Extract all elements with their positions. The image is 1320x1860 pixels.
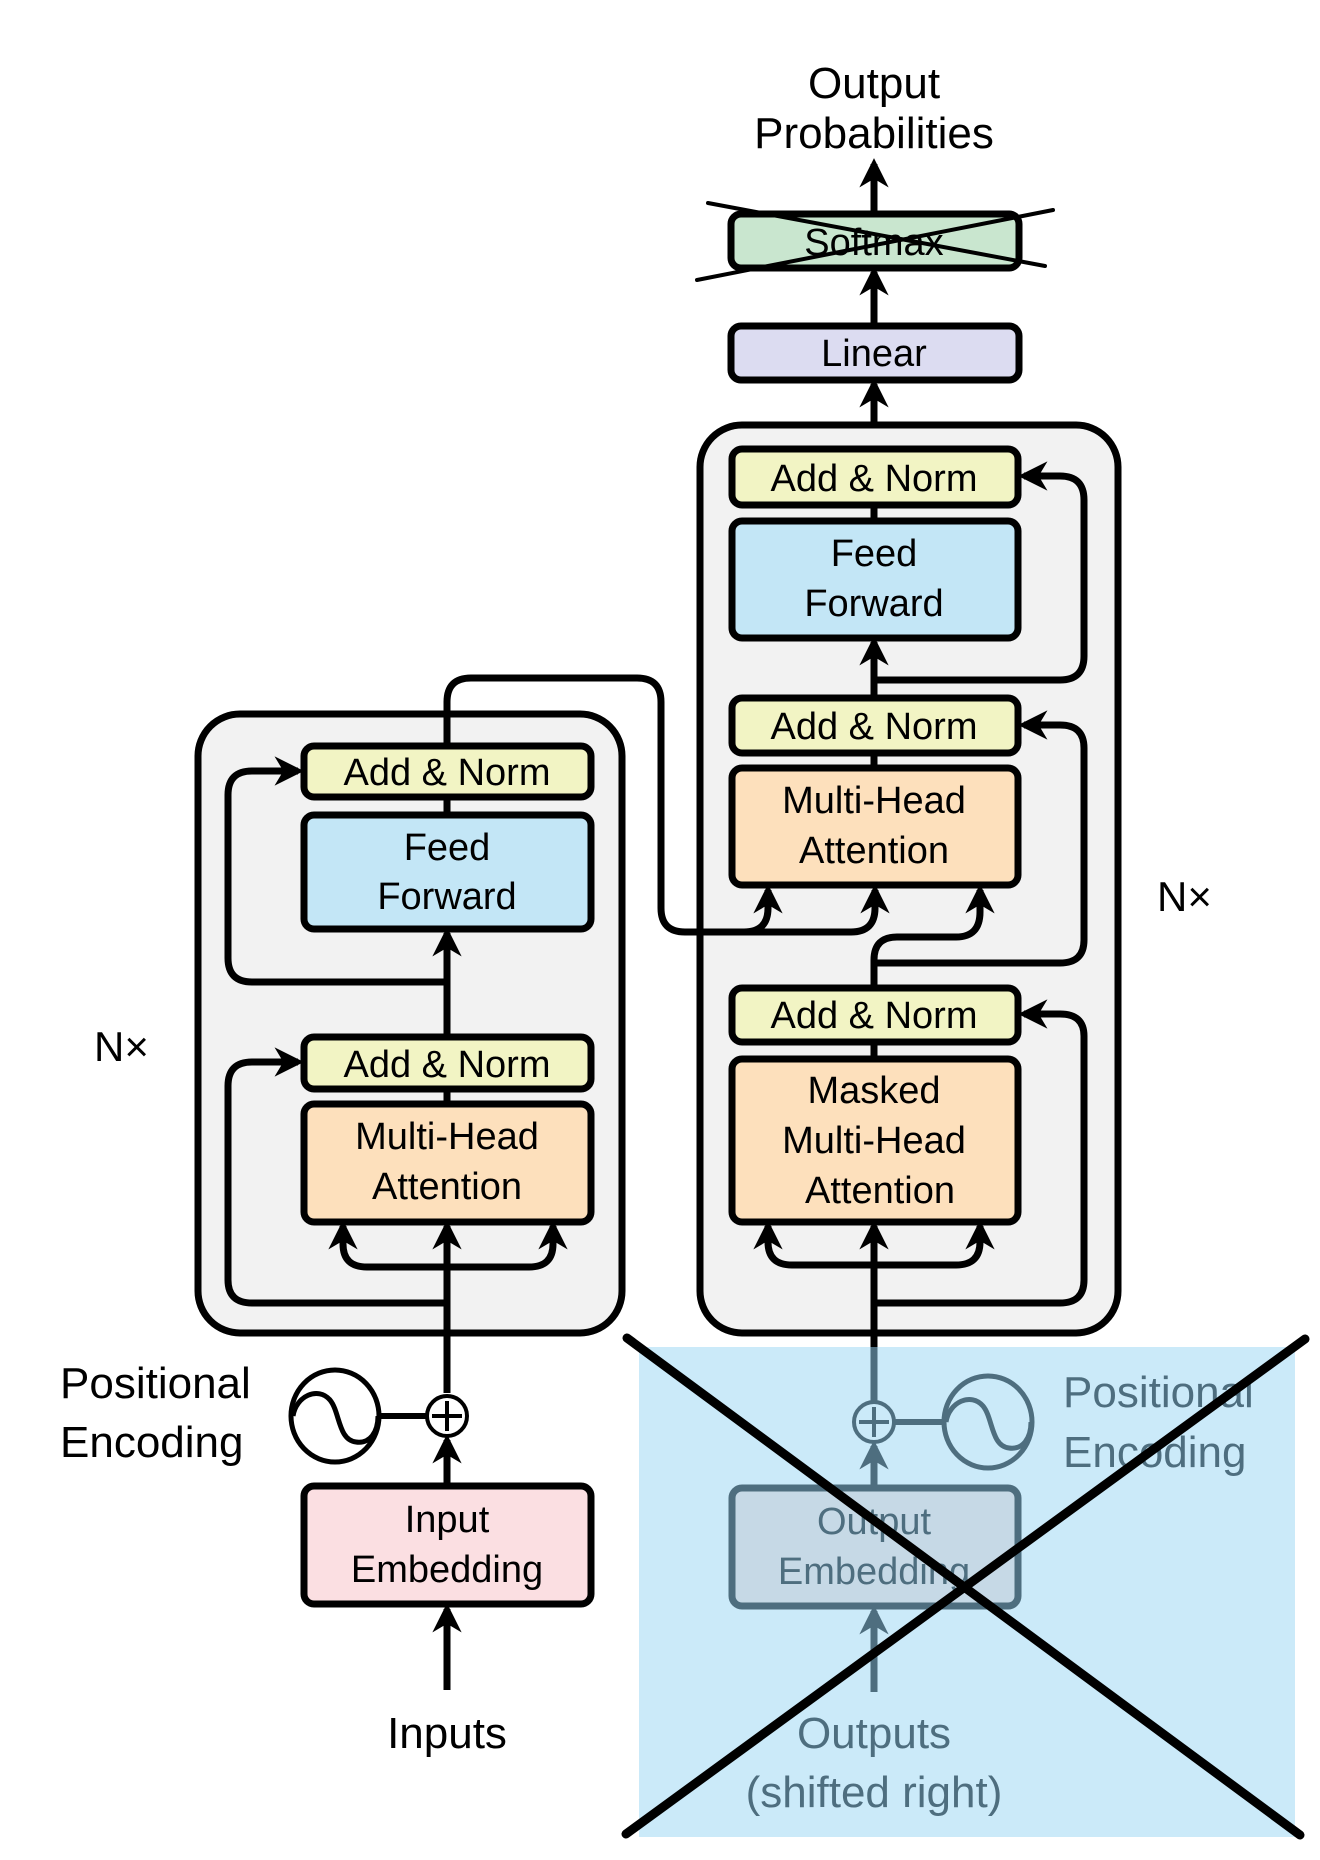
overlay-cross-line-2 [621, 1334, 1310, 1839]
encoder-feed-forward-label-line2: Forward [377, 876, 516, 918]
output-probabilities-label-line1: Output [808, 59, 940, 108]
decoder-masked-input-right [874, 1220, 995, 1269]
outputs-label-line2: (shifted right) [746, 1768, 1003, 1817]
encoder-stack [194, 710, 626, 1337]
decoder-crossattn-residual [874, 710, 1088, 967]
decoder-add-norm-1-label: Add & Norm [771, 458, 978, 500]
encoder-positional-label-line1: Positional [60, 1359, 251, 1408]
decoder-feed-forward-label-line1: Feed [831, 533, 918, 575]
decoder-add-norm-3 [728, 984, 1022, 1046]
encoder-feed-forward-label-line1: Feed [404, 827, 491, 869]
decoder-masked-attention-label-line1: Masked [807, 1070, 940, 1112]
decoder-masked-attention [728, 1055, 1022, 1226]
encoder-ff-residual [224, 756, 447, 986]
decoder-positional-encoding-icon [941, 1373, 1035, 1471]
input-embedding-label-line1: Input [405, 1499, 490, 1541]
linear-label: Linear [821, 333, 927, 375]
decoder-query-to-crossattn [870, 884, 995, 987]
encoder-add-norm-top-label: Add & Norm [344, 752, 551, 794]
encoder-attention-label-line2: Attention [372, 1166, 522, 1208]
encoder-attn-input-left [328, 1220, 447, 1271]
softmax-cross-line-1 [706, 201, 1047, 268]
decoder-masked-input-left [753, 1220, 874, 1269]
decoder-cross-attention-label-line2: Attention [799, 830, 949, 872]
decoder-cross-attention-label-line1: Multi-Head [782, 780, 966, 822]
inputs-label: Inputs [387, 1709, 507, 1758]
decoder-masked-attention-label-line2: Multi-Head [782, 1120, 966, 1162]
decoder-masked-residual [874, 999, 1088, 1307]
decoder-masked-attention-label-line3: Attention [805, 1170, 955, 1212]
encoder-add-norm-bottom-label: Add & Norm [344, 1044, 551, 1086]
decoder-cross-attention [728, 764, 1022, 889]
outputs-label-line1: Outputs [797, 1709, 951, 1758]
input-embedding-label-line2: Embedding [351, 1549, 543, 1591]
encoder-positional-label-line2: Encoding [60, 1418, 243, 1467]
decoder-positional-label-line1: Positional [1063, 1368, 1254, 1417]
decoder-add-norm-1 [728, 445, 1022, 509]
decoder-add-norm-2 [728, 694, 1022, 757]
decoder-add-norm-3-label: Add & Norm [771, 995, 978, 1037]
encoder-attention [300, 1100, 595, 1226]
decoder-add-norm-2-label: Add & Norm [771, 706, 978, 748]
encoder-add-norm-bottom [300, 1033, 595, 1093]
encoder-output-to-crossattn-center [744, 884, 890, 936]
softmax-block: Softmax [695, 201, 1055, 282]
decoder-feed-forward-label-line2: Forward [804, 583, 943, 625]
encoder-repeat-label: N× [94, 1023, 149, 1070]
encoder-feed-forward [300, 811, 595, 933]
decoder-add-icon [852, 1400, 896, 1444]
output-probabilities-label-line2: Probabilities [754, 109, 994, 158]
encoder-add-icon [425, 1394, 469, 1438]
softmax-cross-line-2 [695, 208, 1055, 282]
decoder-ff-residual [870, 461, 1088, 697]
encoder-attn-input-right [447, 1220, 568, 1271]
encoder-add-norm-top [300, 742, 595, 801]
decoder-feed-forward [728, 517, 1022, 642]
encoder-positional-encoding-icon [288, 1367, 382, 1465]
decoder-repeat-label: N× [1157, 873, 1212, 920]
encoder-attention-label-line1: Multi-Head [355, 1116, 539, 1158]
encoder-attn-residual [224, 1047, 447, 1307]
